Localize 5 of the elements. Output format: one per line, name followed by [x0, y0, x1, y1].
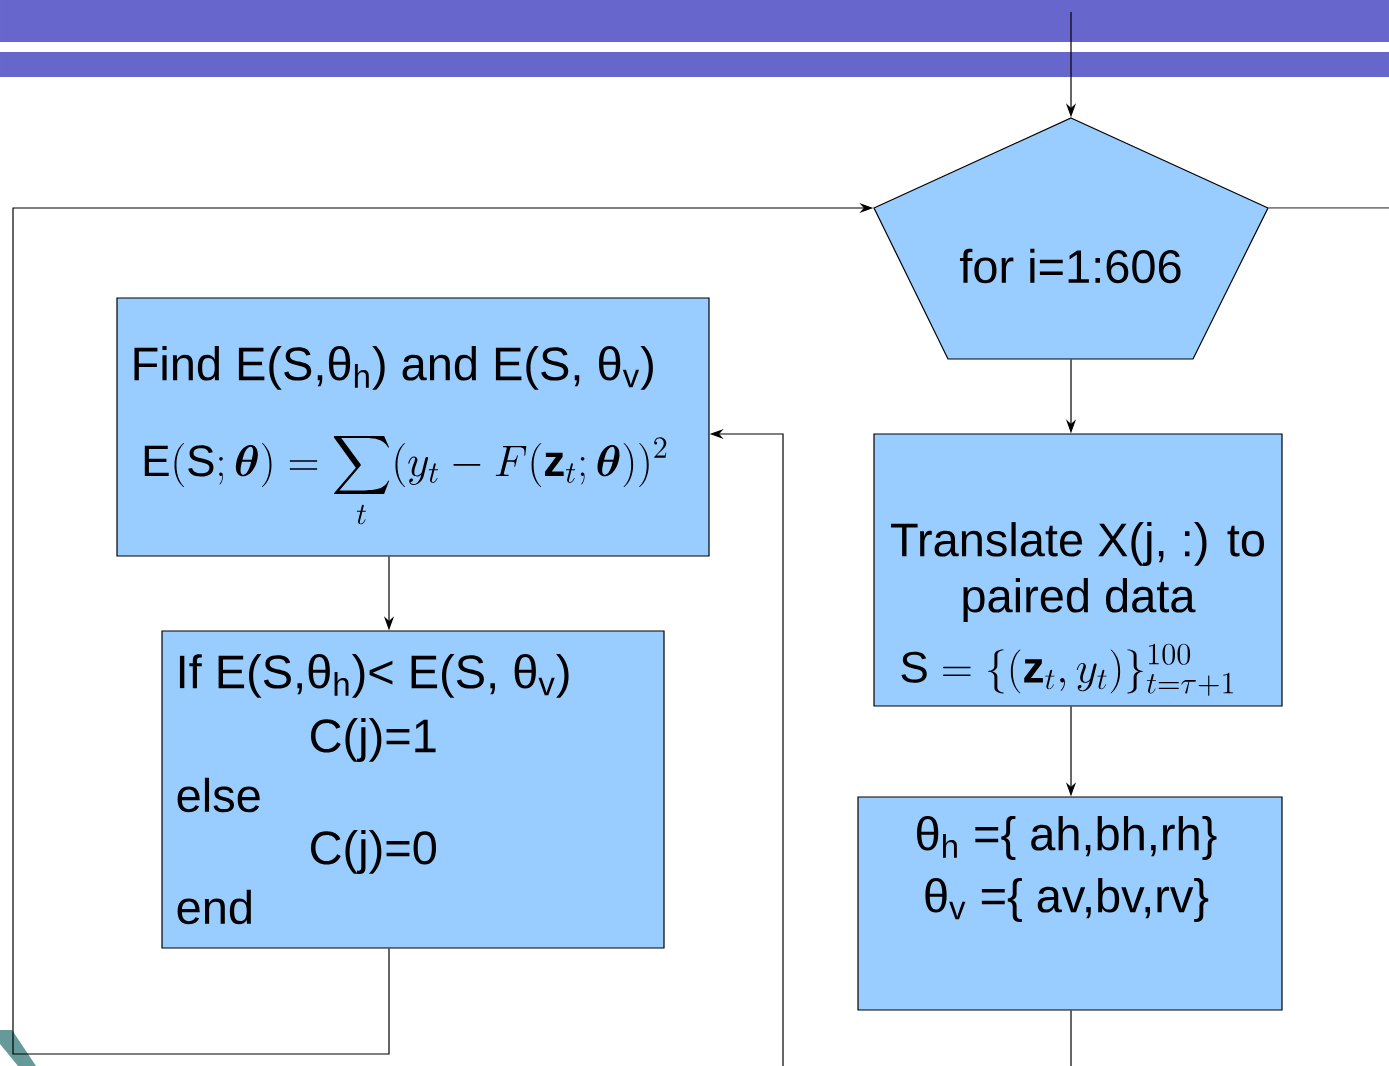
process-box: θ$_{h}$ ={ ah,bh,rh} θ$_{v}$ ={ av,bv,rv} [857, 796, 1283, 1011]
process-box: Translate X(j, :) to paired data $\mathrm{S} = \{(\mathbf{z}_t, y_t)\}_{t=\tau+1}^{100}$ [873, 433, 1283, 707]
process-box: If E(S,θ$_{h}$)< E(S, θ$_{v}$) C(j)=1 else C(j)=0 end [161, 630, 665, 949]
decision-pentagon: for i=1:606 [873, 117, 1269, 360]
process-box: Find E(S,θ$_{h}$) and E(S, θ$_{v}$) $\mathrm{E}(\mathrm{S};\boldsymbol{\theta}) = \sum_t (y_t - F(\mathbf{z}_t;\boldsymbol{\theta}))^2$ [116, 297, 710, 557]
